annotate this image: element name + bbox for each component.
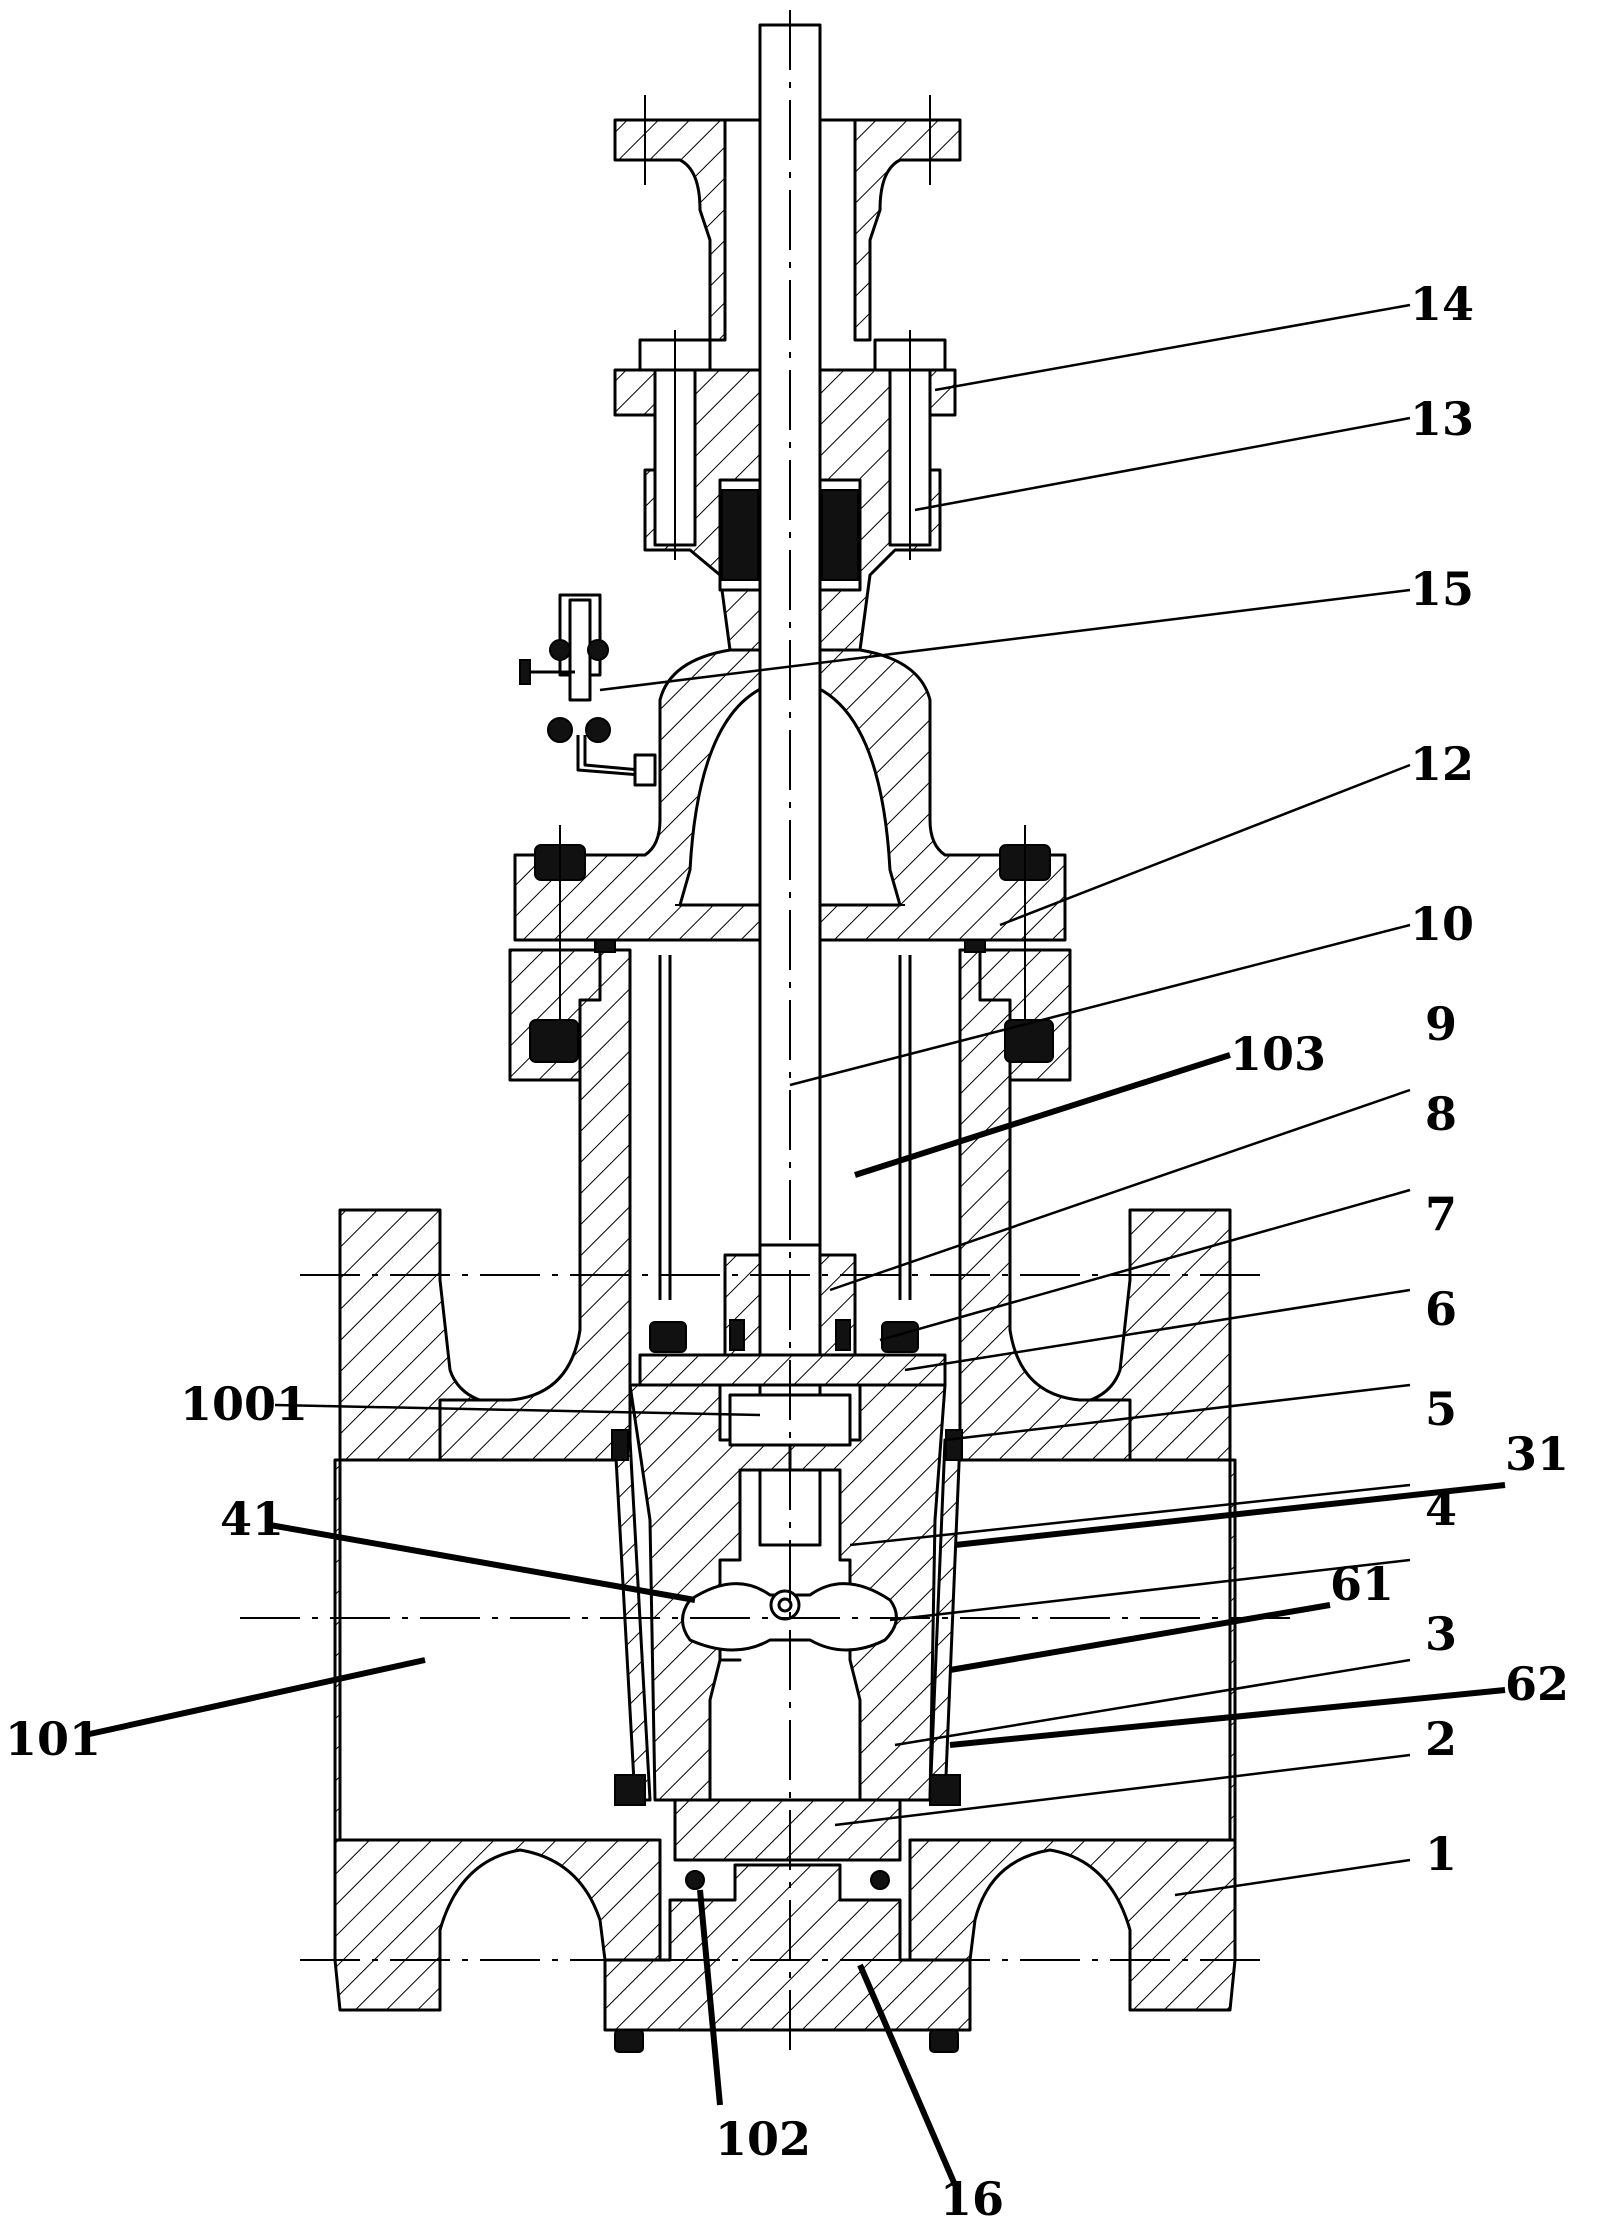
callout-1001: 1001 <box>180 1377 308 1431</box>
callout-62: 62 <box>1505 1657 1569 1711</box>
callout-7: 7 <box>1425 1187 1457 1241</box>
callout-9: 9 <box>1425 997 1457 1051</box>
leader-lines <box>84 303 1506 2187</box>
callout-102: 102 <box>715 2112 811 2166</box>
callout-4: 4 <box>1425 1482 1457 1536</box>
callout-8: 8 <box>1425 1087 1457 1141</box>
callout-15: 15 <box>1410 562 1474 616</box>
callout-2: 2 <box>1425 1712 1457 1766</box>
callout-31: 31 <box>1505 1427 1569 1481</box>
valve-body <box>333 948 1237 2053</box>
callout-14: 14 <box>1410 277 1474 331</box>
callout-12: 12 <box>1410 737 1474 791</box>
callout-41: 41 <box>220 1492 284 1546</box>
callout-10: 10 <box>1410 897 1474 951</box>
callout-13: 13 <box>1410 392 1474 446</box>
callout-6: 6 <box>1425 1282 1457 1336</box>
callout-103: 103 <box>1230 1027 1326 1081</box>
callout-labels: 14 13 15 12 10 103 9 8 7 6 1001 5 31 41 … <box>5 277 1569 2224</box>
callout-3: 3 <box>1425 1607 1457 1661</box>
callout-61: 61 <box>1330 1557 1394 1611</box>
bypass-valve <box>519 593 657 787</box>
callout-5: 5 <box>1425 1382 1457 1436</box>
callout-101: 101 <box>5 1712 101 1766</box>
callout-16: 16 <box>940 2172 1004 2224</box>
yoke <box>613 95 962 342</box>
callout-1: 1 <box>1425 1827 1457 1881</box>
